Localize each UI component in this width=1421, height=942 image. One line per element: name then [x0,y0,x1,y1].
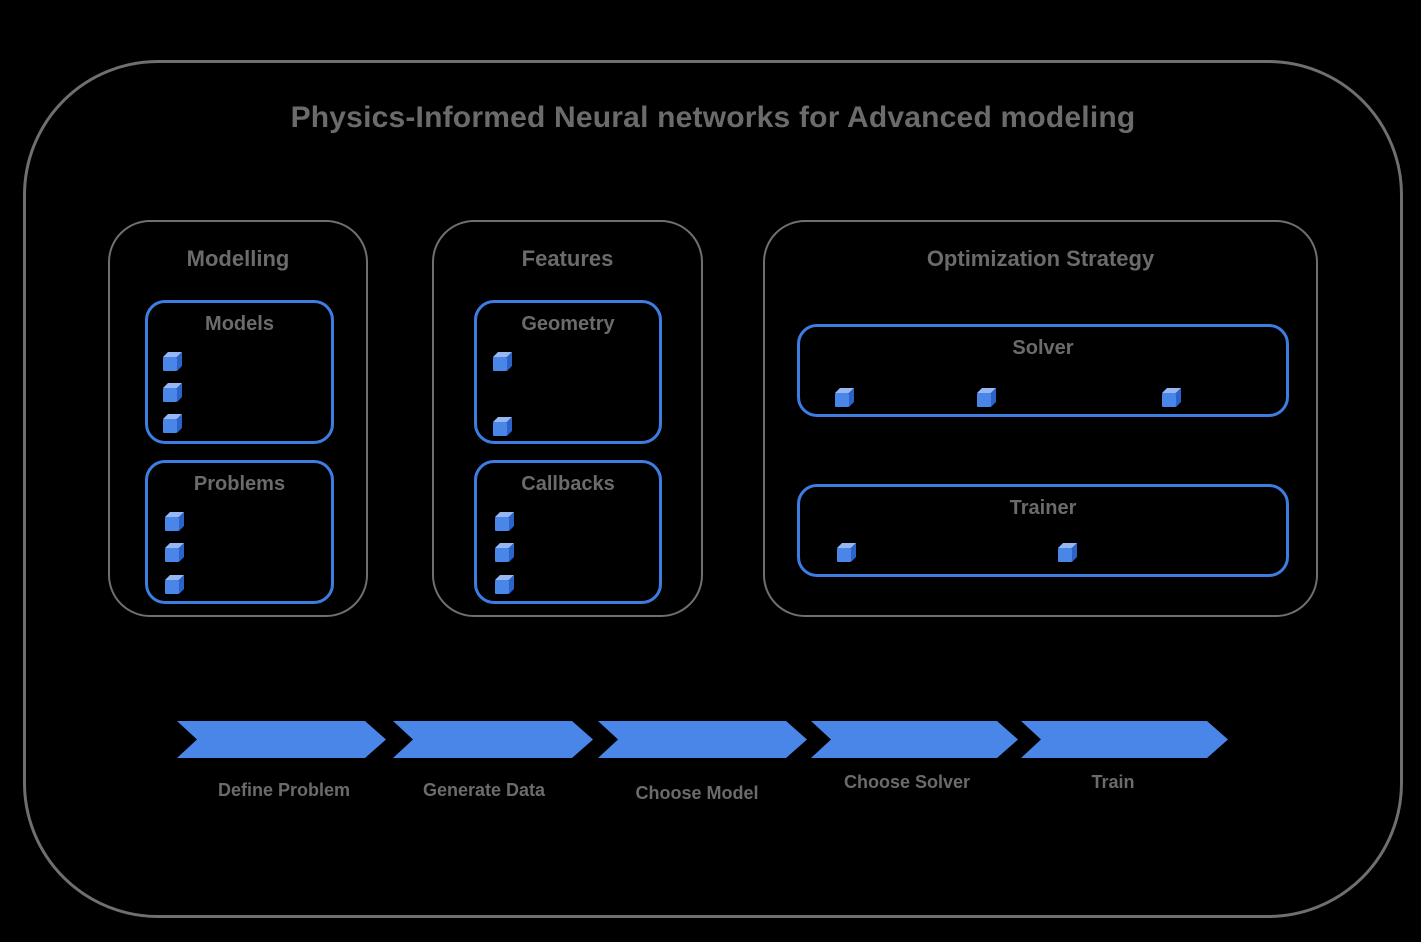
pipeline-step-choose-model: Choose Model [635,783,759,803]
cube-icon [163,388,177,402]
cube-icon [495,580,509,594]
box-problems-label: Problems [193,473,286,495]
cube-icon [1162,393,1176,407]
box-callbacks-label: Callbacks [521,473,615,495]
box-geometry: Geometry [474,300,662,444]
section-optimization-strategy-label: Optimization Strategy [926,246,1155,271]
cube-icon [493,357,507,371]
cube-icon [835,393,849,407]
cube-icon [493,422,507,436]
cube-icon [165,580,179,594]
chevron-arrow-segment-2 [393,721,593,758]
cube-icon [163,357,177,371]
cube-icon [977,393,991,407]
chevron-arrow-segment-1 [177,721,386,758]
box-models-label: Models [205,313,274,335]
chevron-arrow-segment-4 [811,721,1018,758]
box-callbacks: Callbacks [474,460,662,604]
cube-icon [165,517,179,531]
section-modelling: Modelling Models Problems [108,220,368,617]
cube-icon [837,548,851,562]
box-trainer: Trainer [797,484,1289,577]
box-solver-label: Solver [1012,337,1074,359]
section-features-label: Features [521,246,614,271]
box-models: Models [145,300,334,444]
box-geometry-label: Geometry [521,313,615,335]
section-optimization-strategy: Optimization Strategy Solver Trainer [763,220,1318,617]
box-trainer-label: Trainer [1009,497,1077,519]
cube-icon [495,517,509,531]
section-features: Features Geometry Callbacks [432,220,703,617]
section-modelling-label: Modelling [186,246,290,271]
box-solver: Solver [797,324,1289,417]
chevron-arrow-segment-3 [598,721,807,758]
box-problems: Problems [145,460,334,604]
cube-icon [163,419,177,433]
chevron-arrow-segment-5 [1021,721,1228,758]
pipeline-step-define-problem: Define Problem [217,780,351,800]
pipeline-step-choose-solver: Choose Solver [843,772,971,792]
cube-icon [165,548,179,562]
diagram-outer-frame [23,60,1403,918]
pipeline-step-train: Train [1091,772,1135,792]
cube-icon [1058,548,1072,562]
cube-icon [495,548,509,562]
diagram-title: Physics-Informed Neural networks for Adv… [290,101,1136,134]
pipeline-step-generate-data: Generate Data [422,780,546,800]
